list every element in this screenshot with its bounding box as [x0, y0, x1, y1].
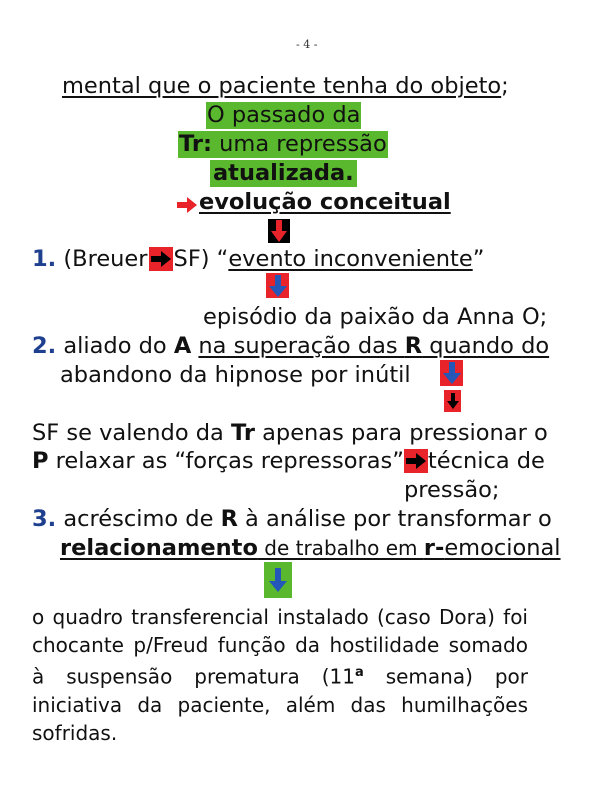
down-arrow-icon	[268, 219, 290, 243]
underlined-text: mental que o paciente tenha do objeto	[62, 73, 502, 99]
down-arrow-icon	[440, 360, 463, 386]
item-number: 3.	[32, 506, 57, 532]
sf-line-1: SF se valendo da Tr apenas para pression…	[32, 420, 548, 446]
highlight-atualizada: atualizada.	[210, 160, 357, 187]
sf-line-2: P relaxar as “forças repressoras”técnica…	[32, 448, 545, 474]
concept-heading: evolução conceitual	[199, 189, 451, 215]
closing-paragraph: o quadro transferencial instalado (caso …	[32, 605, 528, 745]
highlight-tr-repressao: Tr: uma repressão	[178, 131, 388, 158]
item-1-continuation: episódio da paixão da Anna O;	[203, 304, 548, 330]
down-arrow-icon	[444, 390, 461, 412]
item-2-line-2: abandono da hipnose por inútil	[60, 362, 411, 388]
item-number: 1.	[32, 246, 57, 272]
right-arrow-icon	[176, 194, 198, 216]
highlight-passado: O passado da	[206, 102, 362, 129]
item-2: 2. aliado do A na superação das R quando…	[32, 333, 550, 359]
item-3-line-2: relacionamento de trabalho em r-emociona…	[60, 535, 561, 561]
item-3: 3. acréscimo de R à análise por transfor…	[32, 506, 552, 532]
down-arrow-icon	[264, 562, 292, 598]
text-line-objeto: mental que o paciente tenha do objeto;	[62, 73, 509, 99]
right-arrow-icon	[148, 247, 173, 271]
right-arrow-icon	[403, 449, 428, 473]
down-arrow-icon	[266, 273, 289, 298]
sf-line-3: pressão;	[404, 477, 500, 503]
item-number: 2.	[32, 333, 57, 359]
page-number: - 4 -	[296, 38, 318, 51]
